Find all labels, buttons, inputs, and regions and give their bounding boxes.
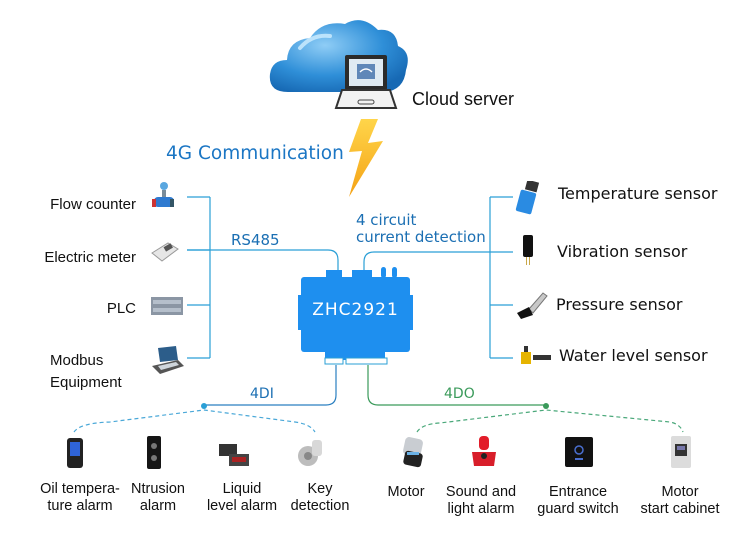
cloud-laptop-icon	[269, 20, 408, 109]
rs485-label: RS485	[231, 231, 280, 249]
di-item-line1: Key	[307, 481, 333, 497]
di-item-line2: ture alarm	[47, 498, 113, 514]
do-item-sound-light-alarm: Sound and light alarm	[436, 484, 526, 518]
current-item-pressure-sensor: Pressure sensor	[556, 295, 683, 314]
do-item-entrance-guard-switch: Entrance guard switch	[526, 484, 630, 518]
di-item-liquid-level-alarm: Liquid level alarm	[194, 481, 290, 515]
do-line	[367, 365, 684, 433]
di-item-intrusion-alarm: Ntrusion alarm	[118, 481, 198, 515]
vibration-sensor-icon	[520, 235, 536, 269]
lightning-icon	[349, 119, 383, 197]
do-label: 4DO	[444, 386, 475, 402]
do-item-motor-start-cabinet: Motor start cabinet	[630, 484, 730, 518]
key-detection-icon	[296, 438, 326, 468]
do-item-line1: Entrance	[548, 484, 608, 500]
water-level-sensor-icon	[519, 346, 553, 364]
current-detection-line2: current detection	[356, 228, 486, 246]
liquid-level-alarm-icon	[219, 442, 251, 468]
di-label: 4DI	[250, 386, 274, 402]
rs485-item-plc: PLC	[106, 300, 136, 317]
motor-start-cabinet-icon	[670, 436, 692, 468]
device-name: ZHC2921	[312, 300, 399, 320]
do-item-line1: Motor	[661, 484, 699, 500]
di-item-key-detection: Key detection	[282, 481, 358, 515]
di-line	[73, 365, 337, 433]
di-item-line2: detection	[290, 498, 350, 514]
current-item-vibration-sensor: Vibration sensor	[557, 242, 688, 261]
temperature-sensor-icon	[514, 179, 542, 215]
laptop-icon	[150, 344, 186, 376]
sound-light-alarm-icon	[470, 436, 498, 468]
di-item-oil-temperature-alarm: Oil tempera- ture alarm	[30, 481, 130, 515]
rs485-item-flow-counter: Flow counter	[50, 196, 136, 213]
modbus-label-line1: Modbus	[50, 352, 104, 369]
do-item-line2: light alarm	[447, 501, 515, 517]
modbus-label-line2: Equipment	[50, 374, 122, 391]
di-item-line1: Ntrusion	[131, 481, 185, 497]
current-item-water-level-sensor: Water level sensor	[559, 346, 708, 365]
do-item-line2: guard switch	[537, 501, 619, 517]
plc-icon	[151, 297, 183, 315]
current-detection-bus	[363, 196, 513, 359]
rs485-item-electric-meter: Electric meter	[44, 249, 136, 266]
current-detection-label: 4 circuit current detection	[356, 212, 486, 246]
cloud-server-label: Cloud server	[412, 89, 515, 109]
pressure-sensor-icon	[515, 291, 549, 319]
di-item-line1: Liquid	[222, 481, 262, 497]
rs485-item-modbus-equipment: Modbus Equipment	[50, 350, 122, 394]
current-item-temperature-sensor: Temperature sensor	[558, 184, 718, 203]
do-item-line1: Motor	[387, 484, 425, 500]
motor-icon	[401, 436, 425, 468]
electric-meter-icon	[150, 239, 180, 263]
do-item-motor: Motor	[378, 484, 434, 501]
current-detection-line1: 4 circuit	[356, 211, 417, 229]
do-item-line2: start cabinet	[640, 501, 720, 517]
4g-communication-label: 4G Communication	[166, 143, 344, 164]
intrusion-alarm-icon	[145, 436, 163, 469]
di-item-line1: Oil tempera-	[40, 481, 120, 497]
rs485-bus	[187, 196, 339, 359]
flow-meter-icon	[152, 181, 174, 213]
oil-temperature-alarm-icon	[66, 438, 84, 468]
di-item-line2: level alarm	[206, 498, 278, 514]
zhc2921-device	[298, 267, 413, 365]
do-item-line1: Sound and	[445, 484, 517, 500]
di-item-line2: alarm	[139, 498, 177, 514]
entrance-guard-switch-icon	[565, 437, 593, 467]
